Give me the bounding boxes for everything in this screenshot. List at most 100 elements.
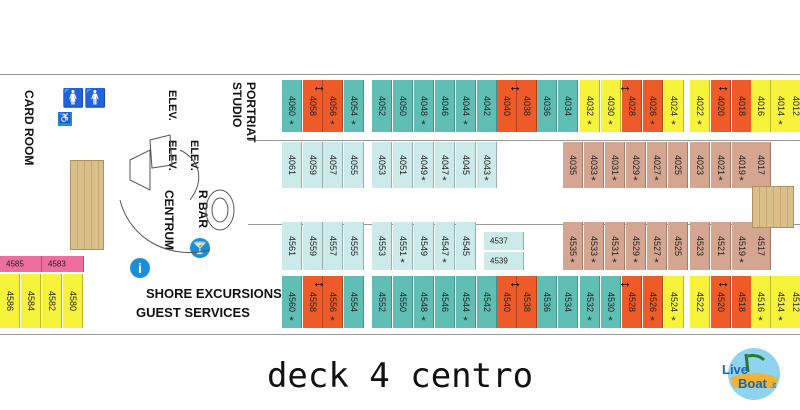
cabin-number: 4520 — [715, 291, 726, 313]
cabin-4045: 4045 — [456, 142, 476, 188]
cabin-4544: 4544* — [456, 276, 476, 328]
cabin-number: 4583 — [48, 259, 66, 269]
cabin-number: 4043 — [481, 154, 492, 176]
cabin-4025: 4025 — [668, 142, 688, 188]
cabin-4018: 4018 — [732, 80, 752, 132]
cabin-number: 4056 — [327, 95, 338, 117]
cabin-4586: 4586 — [0, 274, 20, 328]
star-icon: * — [463, 119, 468, 131]
cabin-4555: 4555 — [344, 222, 364, 270]
cabin-number: 4026 — [647, 95, 658, 117]
cabin-number: 4017 — [755, 154, 766, 176]
star-icon: * — [608, 315, 613, 327]
cabin-number: 4057 — [327, 154, 338, 176]
cabin-number: 4516 — [755, 291, 766, 313]
cabin-4514: 4514* — [771, 276, 791, 328]
cabin-4530: 4530 * — [601, 276, 621, 328]
logo-text: .it — [770, 381, 777, 390]
cabin-number: 4019 — [736, 154, 747, 176]
cabin-number: 4551 — [397, 235, 408, 257]
cabin-4020: 4020 — [711, 80, 731, 132]
cabin-number: 4049 — [418, 154, 429, 176]
cabin-number: 4519 — [736, 235, 747, 257]
cabin-4552: 4552 — [372, 276, 392, 328]
cabin-4043: 4043* — [477, 142, 497, 188]
cabin-4549: 4549 — [414, 222, 434, 270]
cabin-4051: 4051 — [393, 142, 413, 188]
cabin-number: 4538 — [521, 291, 532, 313]
star-icon: * — [330, 119, 335, 131]
cabin-number: 4548 — [418, 291, 429, 313]
corridor-bottom-line — [248, 224, 800, 225]
cabin-4050: 4050 — [393, 80, 413, 132]
star-icon: * — [442, 257, 447, 269]
cabin-number: 4035 — [567, 154, 578, 176]
info-icon: i — [130, 258, 150, 278]
cabin-number: 4537 — [490, 236, 508, 246]
cabin-4527: 4527* — [647, 222, 667, 270]
cabin-4521: 4521 — [711, 222, 731, 270]
cabin-number: 4059 — [307, 154, 318, 176]
logo-text: Live — [722, 362, 748, 377]
cabin-number: 4555 — [348, 235, 359, 257]
cabin-number: 4552 — [376, 291, 387, 313]
cabin-number: 4036 — [541, 95, 552, 117]
cabin-number: 4051 — [397, 154, 408, 176]
star-icon: * — [633, 257, 638, 269]
star-icon: * — [421, 315, 426, 327]
arrow-icon: ↔ — [312, 274, 326, 290]
bar-cocktail-icon: 🍸 — [190, 238, 210, 258]
cabin-number: 4521 — [715, 235, 726, 257]
cabin-number: 4559 — [307, 235, 318, 257]
restroom-women-icon: 🚺 — [62, 88, 85, 108]
cabin-4027: 4027* — [647, 142, 667, 188]
cabin-number: 4530 — [605, 291, 616, 313]
star-icon: * — [633, 175, 638, 187]
cabin-number: 4016 — [755, 95, 766, 117]
cabin-number: 4014 — [775, 95, 786, 117]
cabin-4522: 4522 — [690, 276, 710, 328]
cabin-4546: 4546 — [435, 276, 455, 328]
cabin-number: 4536 — [541, 291, 552, 313]
cabin-4525: 4525 — [668, 222, 688, 270]
cabin-4055: 4055 — [344, 142, 364, 188]
cabin-number: 4527 — [651, 235, 662, 257]
cabin-number: 4050 — [397, 95, 408, 117]
star-icon: * — [400, 257, 405, 269]
cabin-number: 4053 — [376, 154, 387, 176]
cabin-4518: 4518 — [732, 276, 752, 328]
cabin-number: 4021 — [715, 154, 726, 176]
card-room-label: CARD ROOM — [22, 90, 36, 166]
cabin-number: 4560 — [286, 291, 297, 313]
arrow-icon: ↔ — [618, 274, 632, 290]
cabin-number: 4018 — [736, 95, 747, 117]
cabin-number: 4512 — [790, 291, 800, 313]
cabin-number: 4042 — [481, 95, 492, 117]
cabin-4040: 4040 — [497, 80, 517, 132]
star-icon: * — [591, 175, 596, 187]
cabin-4048: 4048* — [414, 80, 434, 132]
star-icon: * — [739, 175, 744, 187]
star-icon: * — [421, 119, 426, 131]
cabin-number: 4557 — [327, 235, 338, 257]
arrow-icon: ↔ — [716, 78, 730, 94]
cabin-4528: 4528 — [622, 276, 642, 328]
cabin-number: 4526 — [647, 291, 658, 313]
cabin-4030: 4030* — [601, 80, 621, 132]
cabin-4529: 4529* — [626, 222, 646, 270]
cabin-number: 4556 — [327, 291, 338, 313]
cabin-4523: 4523 — [690, 222, 710, 270]
cabin-4533: 4533* — [584, 222, 604, 270]
star-icon: * — [289, 119, 294, 131]
cabin-4547: 4547* — [435, 222, 455, 270]
cabin-number: 4547 — [439, 235, 450, 257]
cabin-4054: 4054* — [344, 80, 364, 132]
cabin-4542: 4542 — [477, 276, 497, 328]
cabin-number: 4012 — [790, 95, 800, 117]
cabin-4049: 4049* — [414, 142, 434, 188]
cabin-4554: 4554 — [344, 276, 364, 328]
star-icon: * — [351, 119, 356, 131]
star-icon: * — [587, 119, 592, 131]
cabin-4526: 4526* — [643, 276, 663, 328]
